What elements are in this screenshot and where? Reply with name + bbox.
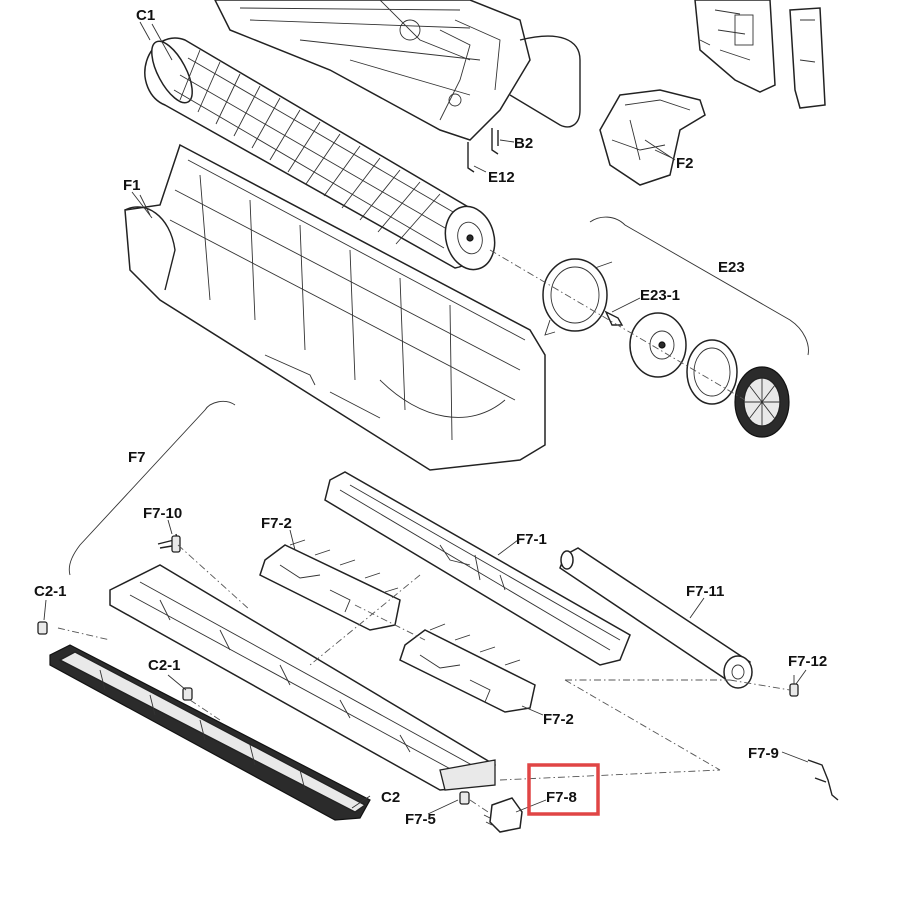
screw-part-c2-1-center (182, 687, 193, 701)
label-f1: F1 (123, 177, 141, 194)
screw-part-c2-1-left (37, 621, 48, 635)
label-f7-5: F7-5 (405, 811, 436, 828)
label-f7-10: F7-10 (143, 505, 182, 522)
label-c2-1-center: C2-1 (148, 657, 181, 674)
motor-group-e23 (489, 216, 809, 438)
screw-part-f7-5 (459, 791, 470, 805)
label-f7-8: F7-8 (546, 789, 577, 806)
cable-part-f7-9 (807, 759, 839, 801)
f7-group-bracket (68, 400, 236, 576)
heat-exchanger-part (214, 0, 581, 141)
label-f7-12: F7-12 (788, 653, 827, 670)
label-b2: B2 (514, 135, 533, 152)
motor-clamp-part (542, 258, 613, 336)
motor-cover-part (734, 366, 790, 438)
louver-set-part-upper (259, 539, 401, 631)
chassis-part-f1 (124, 143, 546, 471)
label-c2-1-left: C2-1 (34, 583, 67, 600)
label-e23: E23 (718, 259, 745, 276)
label-e23-1: E23-1 (640, 287, 680, 304)
label-e12: E12 (488, 169, 515, 186)
motor-ring-part (686, 339, 738, 405)
leader-lines (43, 23, 809, 815)
label-f2: F2 (676, 155, 694, 172)
louver-set-part-lower (399, 623, 536, 713)
motor-part-e23-1 (604, 310, 687, 378)
label-c1: C1 (136, 7, 155, 24)
front-frame-part (109, 564, 496, 791)
label-f7-2-lower: F7-2 (543, 711, 574, 728)
highlight-box-f7-8 (527, 763, 600, 816)
pin-parts (467, 128, 515, 173)
cross-flow-fan-part (139, 21, 496, 271)
bracket-part-f2 (599, 89, 706, 186)
label-f7-1: F7-1 (516, 531, 547, 548)
long-louver-part-f7-1 (324, 471, 631, 666)
assembly-lines (57, 544, 791, 813)
screw-part-f7-12 (789, 675, 799, 697)
horizontal-vane-part-c2 (49, 644, 371, 821)
label-f7-11: F7-11 (686, 583, 724, 600)
label-f7-2-upper: F7-2 (261, 515, 292, 532)
stepping-motor-part-f7-8 (483, 797, 523, 833)
control-box-part (694, 0, 826, 109)
label-f7: F7 (128, 449, 146, 466)
label-f7-9: F7-9 (748, 745, 779, 762)
screw-part-f7-10 (157, 533, 181, 553)
label-c2: C2 (381, 789, 400, 806)
